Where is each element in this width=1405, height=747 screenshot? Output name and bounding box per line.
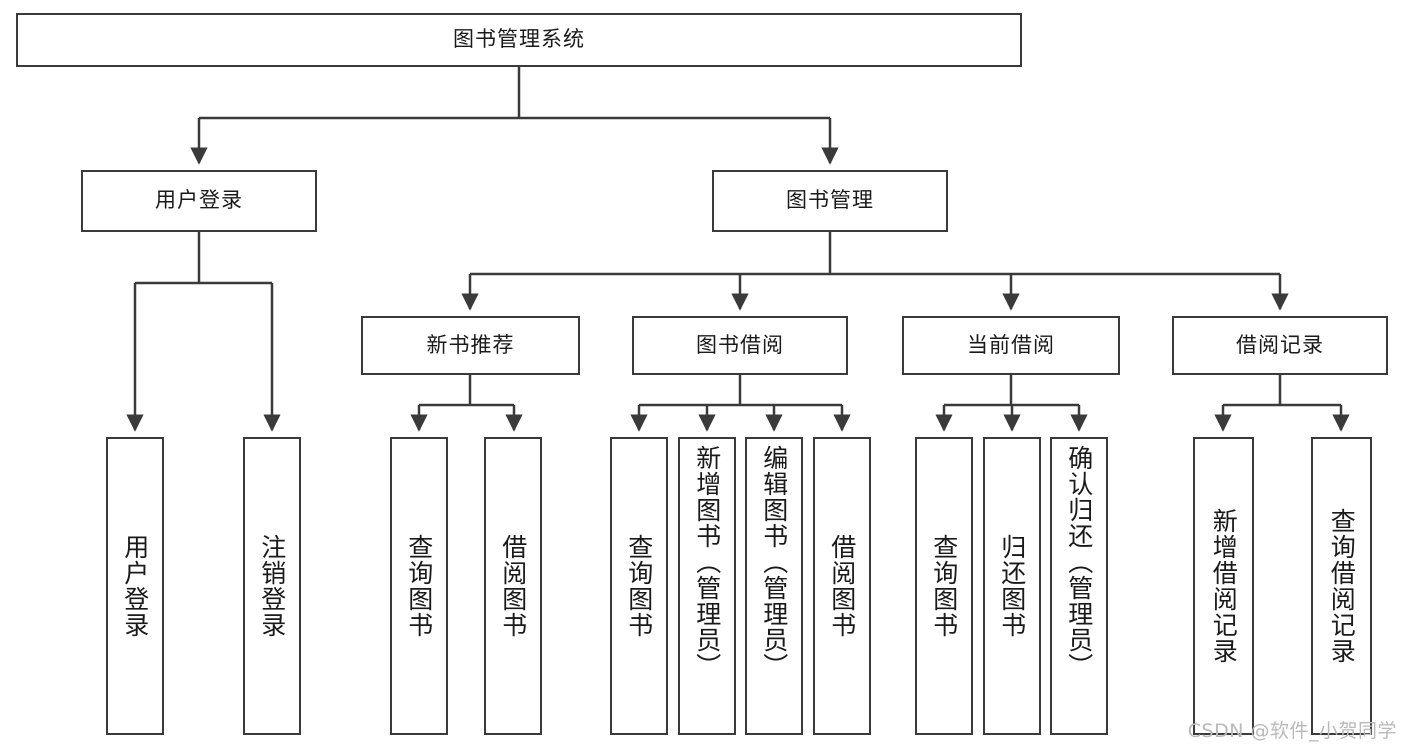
- leaf-edit-book[interactable]: 编辑图书（管理员）: [745, 437, 803, 735]
- leaf-query-record[interactable]: 查询借阅记录: [1311, 437, 1372, 735]
- node-user-login[interactable]: 用户登录: [81, 170, 317, 232]
- leaf-return-book-label: 归还图书: [997, 534, 1027, 638]
- leaf-add-record[interactable]: 新增借阅记录: [1193, 437, 1254, 735]
- leaf-add-book-label: 新增图书（管理员）: [692, 445, 722, 679]
- node-new-book-recommend[interactable]: 新书推荐: [361, 316, 580, 375]
- node-book-borrow[interactable]: 图书借阅: [632, 316, 848, 375]
- leaf-query-book-1[interactable]: 查询图书: [390, 437, 448, 735]
- leaf-confirm-return[interactable]: 确认归还（管理员）: [1050, 437, 1108, 735]
- node-book-borrow-label: 图书借阅: [696, 332, 784, 357]
- node-book-manage-label: 图书管理: [786, 188, 874, 213]
- leaf-edit-book-label: 编辑图书（管理员）: [759, 445, 789, 679]
- node-book-manage[interactable]: 图书管理: [712, 170, 948, 232]
- leaf-query-record-label: 查询借阅记录: [1327, 508, 1357, 664]
- leaf-logout-login[interactable]: 注销登录: [243, 437, 301, 735]
- leaf-borrow-book-1[interactable]: 借阅图书: [484, 437, 542, 735]
- node-borrow-record-label: 借阅记录: [1236, 332, 1324, 357]
- node-user-login-label: 用户登录: [155, 188, 243, 213]
- watermark: CSDN @软件_小贺同学: [1187, 720, 1397, 742]
- leaf-query-book-3[interactable]: 查询图书: [915, 437, 973, 735]
- node-borrow-record[interactable]: 借阅记录: [1172, 316, 1388, 375]
- leaf-query-book-1-label: 查询图书: [404, 534, 434, 638]
- leaf-add-record-label: 新增借阅记录: [1209, 508, 1239, 664]
- leaf-user-login[interactable]: 用户登录: [106, 437, 164, 735]
- leaf-query-book-2-label: 查询图书: [624, 534, 654, 638]
- leaf-borrow-book-2-label: 借阅图书: [827, 534, 857, 638]
- leaf-return-book[interactable]: 归还图书: [983, 437, 1041, 735]
- node-new-book-recommend-label: 新书推荐: [426, 332, 515, 357]
- node-root[interactable]: 图书管理系统: [16, 13, 1022, 67]
- leaf-query-book-3-label: 查询图书: [929, 534, 959, 638]
- node-current-borrow[interactable]: 当前借阅: [902, 316, 1120, 375]
- leaf-borrow-book-1-label: 借阅图书: [498, 534, 528, 638]
- leaf-confirm-return-label: 确认归还（管理员）: [1064, 445, 1094, 679]
- leaf-add-book[interactable]: 新增图书（管理员）: [678, 437, 736, 735]
- node-root-label: 图书管理系统: [453, 27, 585, 52]
- leaf-borrow-book-2[interactable]: 借阅图书: [813, 437, 871, 735]
- leaf-logout-login-label: 注销登录: [257, 534, 287, 638]
- leaf-user-login-label: 用户登录: [120, 534, 150, 638]
- leaf-query-book-2[interactable]: 查询图书: [610, 437, 668, 735]
- node-current-borrow-label: 当前借阅: [967, 332, 1055, 357]
